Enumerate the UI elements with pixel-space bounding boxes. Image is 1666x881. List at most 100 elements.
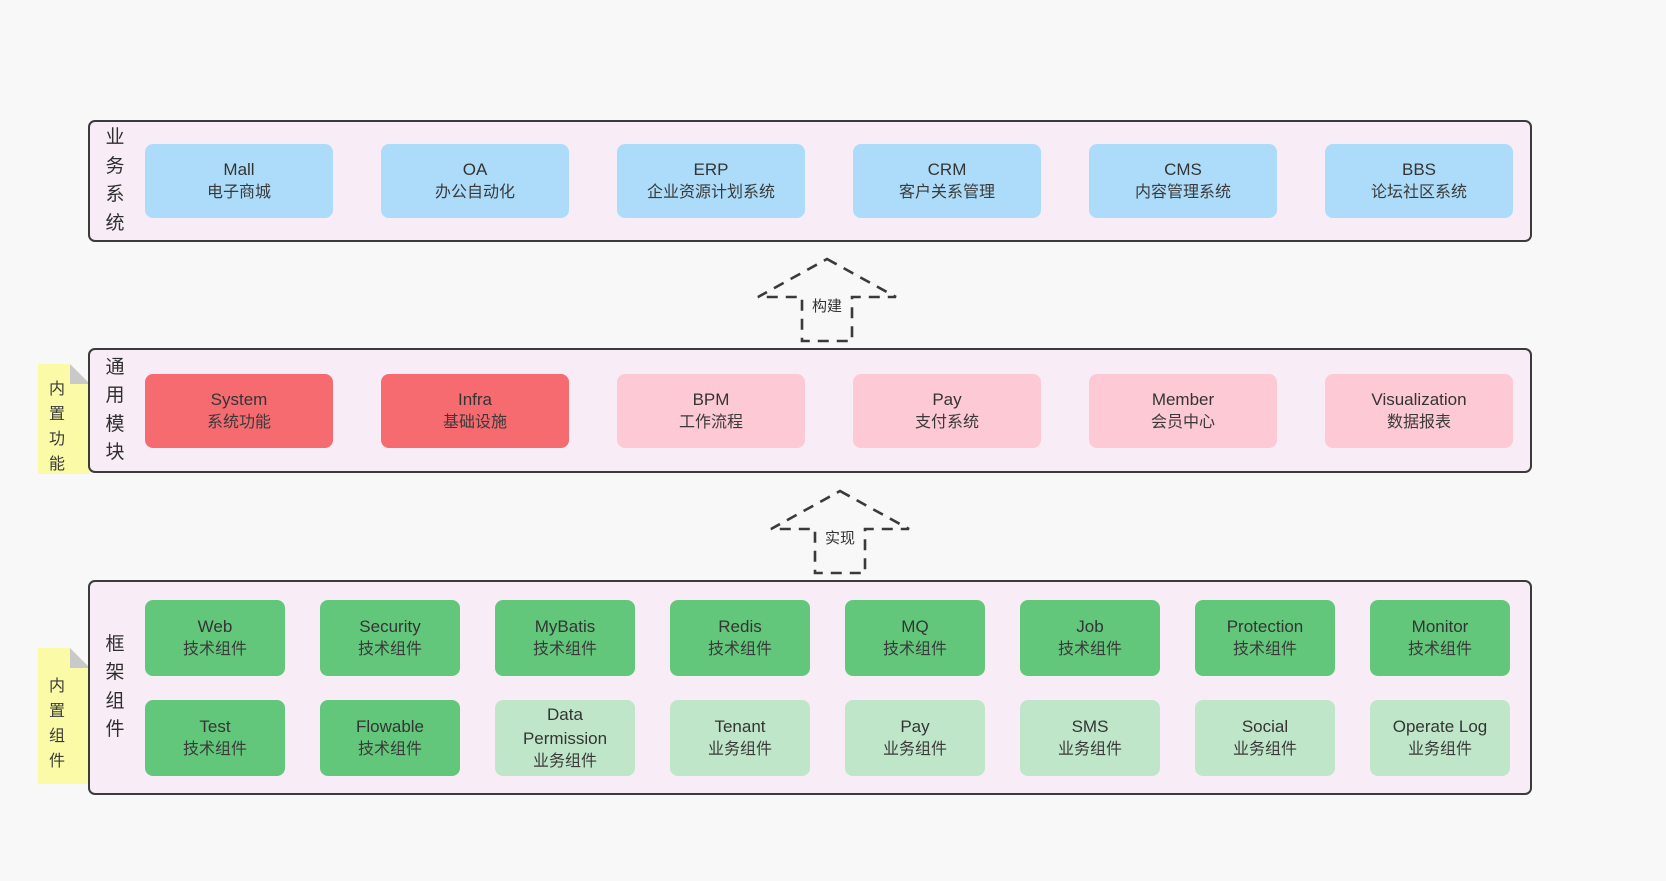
box-title: CMS — [1164, 159, 1202, 179]
box-erp: ERP 企业资源计划系统 — [617, 144, 805, 218]
box-subtitle: 业务组件 — [882, 740, 947, 758]
box-subtitle: 支付系统 — [914, 413, 979, 431]
box-subtitle: 技术组件 — [1407, 640, 1472, 658]
box-tenant: Tenant 业务组件 — [670, 700, 810, 776]
box-title: Redis — [718, 616, 762, 636]
box-mybatis: MyBatis 技术组件 — [495, 600, 635, 676]
box-title: MyBatis — [534, 616, 596, 636]
box-title: Flowable — [355, 716, 425, 736]
box-social: Social 业务组件 — [1195, 700, 1335, 776]
box-subtitle: 基础设施 — [442, 413, 507, 431]
box-subtitle: 论坛社区系统 — [1370, 183, 1467, 201]
box-subtitle: 技术组件 — [182, 740, 247, 758]
framework-components-label: 框架组件 — [105, 633, 125, 741]
implement-arrow: 实现 — [765, 488, 915, 576]
box-title: Infra — [457, 389, 493, 409]
dashed-up-arrow-icon — [757, 257, 897, 343]
box-subtitle: 电子商城 — [206, 183, 271, 201]
box-mall: Mall 电子商城 — [145, 144, 333, 218]
build-arrow-label: 构建 — [807, 294, 847, 317]
implement-arrow-label: 实现 — [820, 526, 860, 549]
box-crm: CRM 客户关系管理 — [853, 144, 1041, 218]
box-member: Member 会员中心 — [1089, 374, 1277, 448]
box-subtitle: 技术组件 — [532, 640, 597, 658]
box-web: Web 技术组件 — [145, 600, 285, 676]
box-title: Tenant — [714, 716, 766, 736]
box-subtitle: 技术组件 — [882, 640, 947, 658]
box-job: Job 技术组件 — [1020, 600, 1160, 676]
box-title: CRM — [927, 159, 967, 179]
box-pay-component: Pay 业务组件 — [845, 700, 985, 776]
box-title: MQ — [901, 616, 929, 636]
framework-components-panel: 框架组件 Web 技术组件 Security 技术组件 MyBatis 技术组件… — [88, 580, 1532, 795]
box-title: OA — [462, 159, 488, 179]
box-subtitle: 技术组件 — [182, 640, 247, 658]
box-sms: SMS 业务组件 — [1020, 700, 1160, 776]
box-operate-log: Operate Log 业务组件 — [1370, 700, 1510, 776]
box-subtitle: 业务组件 — [1232, 740, 1297, 758]
box-cms: CMS 内容管理系统 — [1089, 144, 1277, 218]
common-modules-label: 通用模块 — [105, 356, 125, 464]
box-pay-system: Pay 支付系统 — [853, 374, 1041, 448]
box-subtitle: 工作流程 — [678, 413, 743, 431]
note-label: 内置组件 — [48, 678, 65, 770]
box-subtitle: 技术组件 — [1232, 640, 1297, 658]
box-subtitle: 会员中心 — [1150, 413, 1215, 431]
box-subtitle: 技术组件 — [357, 640, 422, 658]
dashed-up-arrow-icon — [770, 489, 910, 575]
box-security: Security 技术组件 — [320, 600, 460, 676]
box-subtitle: 业务组件 — [707, 740, 772, 758]
box-title: Job — [1076, 616, 1104, 636]
business-systems-label: 业务系统 — [105, 127, 125, 234]
box-subtitle: 办公自动化 — [434, 183, 515, 201]
box-title: Member — [1151, 389, 1215, 409]
box-subtitle: 数据报表 — [1386, 413, 1451, 431]
box-subtitle: 业务组件 — [1407, 740, 1472, 758]
box-data-permission: Data Permission 业务组件 — [495, 700, 635, 776]
box-subtitle: 企业资源计划系统 — [646, 183, 775, 201]
box-subtitle: 技术组件 — [707, 640, 772, 658]
box-protection: Protection 技术组件 — [1195, 600, 1335, 676]
common-modules-row: System 系统功能 Infra 基础设施 BPM 工作流程 Pay 支付系统… — [145, 374, 1513, 448]
business-systems-row: Mall 电子商城 OA 办公自动化 ERP 企业资源计划系统 CRM 客户关系… — [145, 144, 1513, 218]
box-subtitle: 技术组件 — [1057, 640, 1122, 658]
box-bpm: BPM 工作流程 — [617, 374, 805, 448]
box-redis: Redis 技术组件 — [670, 600, 810, 676]
build-arrow: 构建 — [752, 256, 902, 344]
box-title: Web — [197, 616, 233, 636]
box-title: Mall — [223, 159, 255, 179]
box-mq: MQ 技术组件 — [845, 600, 985, 676]
common-modules-panel: 通用模块 System 系统功能 Infra 基础设施 BPM 工作流程 Pay… — [88, 348, 1532, 473]
framework-components-row-1: Web 技术组件 Security 技术组件 MyBatis 技术组件 Redi… — [145, 600, 1510, 676]
box-flowable: Flowable 技术组件 — [320, 700, 460, 776]
box-title: Visualization — [1371, 389, 1467, 409]
box-title: Operate Log — [1392, 716, 1488, 736]
box-title: Social — [1241, 716, 1289, 736]
box-test: Test 技术组件 — [145, 700, 285, 776]
builtin-components-note: 内置组件 — [38, 648, 90, 784]
box-bbs: BBS 论坛社区系统 — [1325, 144, 1513, 218]
box-oa: OA 办公自动化 — [381, 144, 569, 218]
box-visualization: Visualization 数据报表 — [1325, 374, 1513, 448]
box-subtitle: 系统功能 — [206, 413, 271, 431]
box-title: SMS — [1071, 716, 1109, 736]
box-title: Monitor — [1411, 616, 1469, 636]
framework-components-row-2: Test 技术组件 Flowable 技术组件 Data Permission … — [145, 700, 1510, 776]
box-title: ERP — [693, 159, 729, 179]
box-subtitle: 业务组件 — [1057, 740, 1122, 758]
box-title: BBS — [1401, 159, 1437, 179]
box-title: Data Permission — [522, 704, 608, 748]
business-systems-panel: 业务系统 Mall 电子商城 OA 办公自动化 ERP 企业资源计划系统 CRM… — [88, 120, 1532, 242]
builtin-functions-note: 内置功能 — [38, 364, 90, 474]
box-title: Protection — [1226, 616, 1304, 636]
box-title: BPM — [692, 389, 730, 409]
box-system: System 系统功能 — [145, 374, 333, 448]
box-title: Pay — [932, 389, 962, 409]
box-title: System — [210, 389, 268, 409]
box-subtitle: 业务组件 — [532, 752, 597, 770]
box-subtitle: 客户关系管理 — [898, 183, 995, 201]
box-title: Pay — [900, 716, 930, 736]
box-title: Test — [199, 716, 231, 736]
box-subtitle: 内容管理系统 — [1134, 183, 1231, 201]
